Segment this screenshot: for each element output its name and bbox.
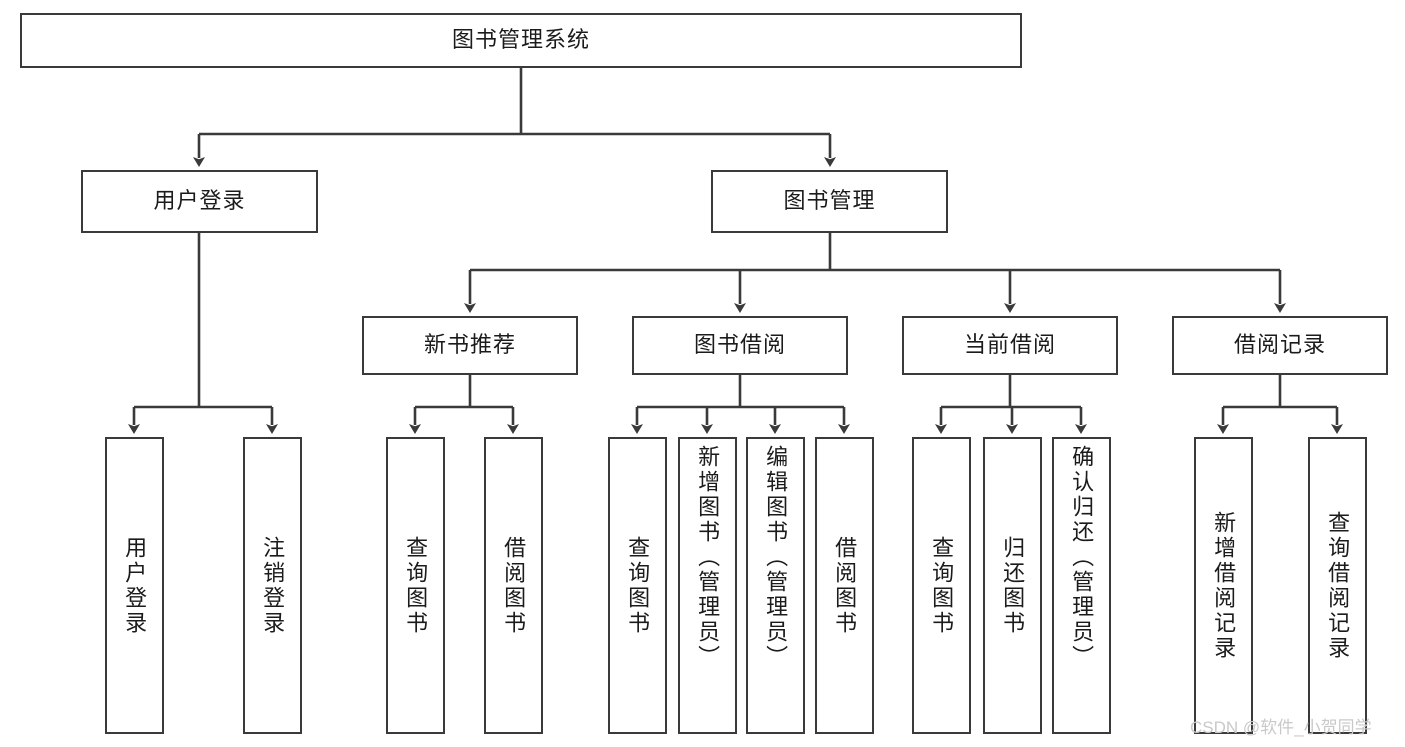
node-leaf-user-login[interactable]: 用户登录: [105, 437, 164, 734]
node-current-borrow-label: 当前借阅: [963, 332, 1056, 358]
node-leaf-confirm-return-admin[interactable]: 确认归还（管理员）: [1052, 437, 1111, 734]
node-root-label: 图书管理系统: [451, 27, 590, 53]
node-leaf-query-borrow-record-label: 查询借阅记录: [1325, 510, 1351, 661]
node-leaf-logout-login-label: 注销登录: [260, 535, 286, 636]
node-leaf-query-book-borrow[interactable]: 查询图书: [608, 437, 667, 734]
node-leaf-query-book-current[interactable]: 查询图书: [912, 437, 971, 734]
node-user-login[interactable]: 用户登录: [81, 170, 318, 233]
node-book-manage-label: 图书管理: [783, 188, 876, 214]
node-leaf-query-book-new-label: 查询图书: [403, 535, 429, 636]
node-leaf-user-login-label: 用户登录: [122, 535, 148, 636]
node-leaf-query-book-current-label: 查询图书: [929, 535, 955, 636]
node-borrow-record[interactable]: 借阅记录: [1172, 316, 1388, 375]
node-leaf-add-borrow-record-label: 新增借阅记录: [1211, 510, 1237, 661]
node-leaf-query-borrow-record[interactable]: 查询借阅记录: [1308, 437, 1367, 734]
node-leaf-borrow-book-label: 借阅图书: [832, 535, 858, 636]
node-leaf-confirm-return-admin-label: 确认归还（管理员）: [1069, 445, 1095, 670]
node-book-manage[interactable]: 图书管理: [711, 170, 948, 233]
node-book-borrow[interactable]: 图书借阅: [632, 316, 848, 375]
node-leaf-add-book-admin[interactable]: 新增图书（管理员）: [678, 437, 737, 734]
node-leaf-query-book-borrow-label: 查询图书: [625, 535, 651, 636]
node-leaf-add-book-admin-label: 新增图书（管理员）: [695, 445, 721, 670]
node-leaf-borrow-book-new-label: 借阅图书: [501, 535, 527, 636]
node-root[interactable]: 图书管理系统: [20, 13, 1022, 68]
node-leaf-return-book-label: 归还图书: [1000, 535, 1026, 636]
csdn-watermark: CSDN @软件_小贺同学: [1190, 718, 1372, 737]
node-book-borrow-label: 图书借阅: [693, 332, 786, 358]
node-current-borrow[interactable]: 当前借阅: [902, 316, 1118, 375]
node-new-book-recommend[interactable]: 新书推荐: [362, 316, 578, 375]
node-leaf-logout-login[interactable]: 注销登录: [243, 437, 302, 734]
node-leaf-add-borrow-record[interactable]: 新增借阅记录: [1194, 437, 1253, 734]
node-leaf-edit-book-admin[interactable]: 编辑图书（管理员）: [746, 437, 805, 734]
node-borrow-record-label: 借阅记录: [1233, 332, 1326, 358]
node-leaf-borrow-book-new[interactable]: 借阅图书: [484, 437, 543, 734]
node-leaf-edit-book-admin-label: 编辑图书（管理员）: [763, 445, 789, 670]
node-leaf-borrow-book[interactable]: 借阅图书: [815, 437, 874, 734]
node-new-book-recommend-label: 新书推荐: [423, 332, 516, 358]
node-leaf-return-book[interactable]: 归还图书: [983, 437, 1042, 734]
node-leaf-query-book-new[interactable]: 查询图书: [386, 437, 445, 734]
node-user-login-label: 用户登录: [153, 188, 246, 214]
